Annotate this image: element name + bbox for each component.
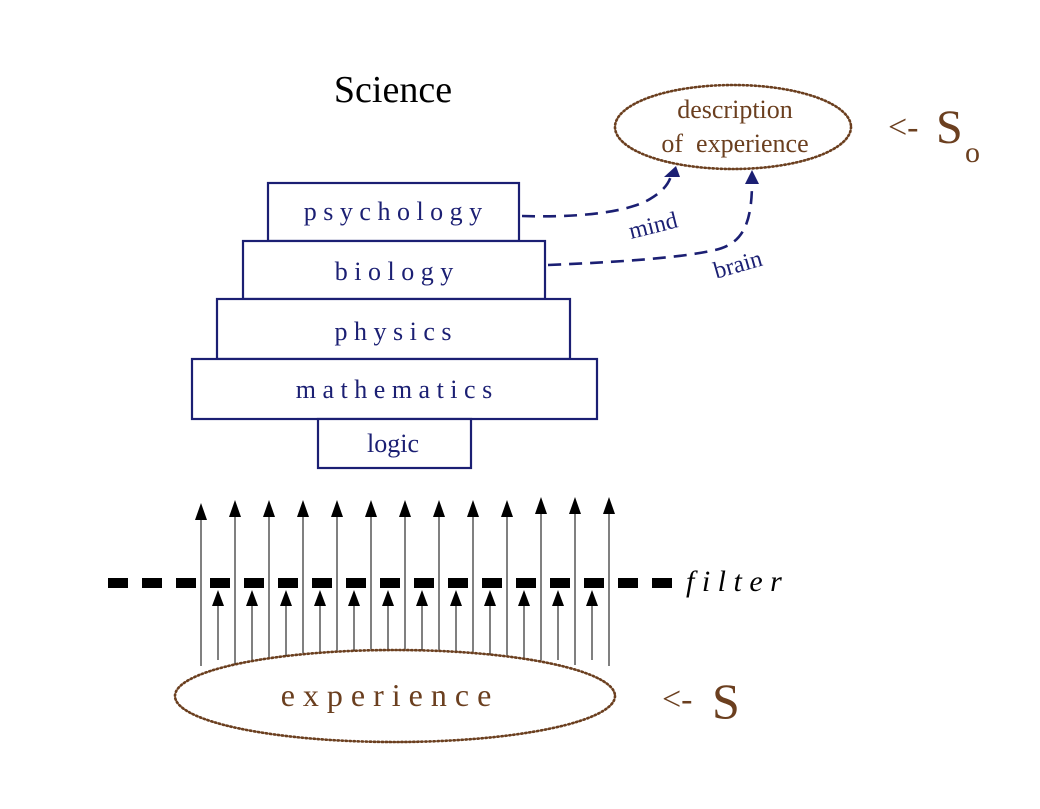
layer-biology-box: [241, 239, 547, 301]
filter-dash: [244, 578, 264, 588]
filter-label: f i l t e r: [686, 565, 782, 598]
pass-arrow-head: [433, 500, 445, 517]
blocked-arrow-head: [586, 590, 598, 606]
pass-arrow-head: [399, 500, 411, 517]
layer-physics-box: [215, 297, 572, 361]
layer-biology-label: b i o l o g y: [335, 257, 453, 286]
pass-arrow-head: [331, 500, 343, 517]
so-letter: S: [936, 101, 963, 154]
blocked-arrow-head: [314, 590, 326, 606]
blocked-arrow-head: [416, 590, 428, 606]
pass-arrow-head: [569, 497, 581, 514]
pass-arrow-head: [297, 500, 309, 517]
brain-arrowhead: [745, 170, 759, 184]
blocked-arrow-head: [212, 590, 224, 606]
layer-logic-label: logic: [367, 429, 419, 458]
brain-link-curve: [547, 181, 754, 267]
filter-dash: [278, 578, 298, 588]
science-pyramid-labels: p s y c h o l o g y b i o l o g y p h y …: [296, 197, 492, 458]
blocked-arrow-head: [552, 590, 564, 606]
mind-link-curve: [521, 171, 674, 218]
blocked-arrow-head: [484, 590, 496, 606]
brain-label: brain: [711, 246, 766, 285]
blocked-arrow-head: [382, 590, 394, 606]
blocked-arrow-head: [518, 590, 530, 606]
filter-dash: [482, 578, 502, 588]
layer-logic-box: [316, 417, 473, 470]
mind-label: mind: [626, 208, 680, 245]
filter-line: [108, 578, 672, 588]
filter-dash: [448, 578, 468, 588]
filter-dash: [176, 578, 196, 588]
filter-dash: [652, 578, 672, 588]
blocked-arrows: [212, 590, 598, 660]
pass-arrow-head: [365, 500, 377, 517]
so-subscript: o: [965, 136, 980, 169]
filter-dash: [618, 578, 638, 588]
description-line1: description: [677, 95, 793, 124]
pass-arrow-head: [263, 500, 275, 517]
filter-dash: [584, 578, 604, 588]
filter-dash: [516, 578, 536, 588]
blocked-arrow-head: [246, 590, 258, 606]
experience-ellipse: [173, 648, 617, 744]
filter-dash: [346, 578, 366, 588]
pass-arrow-head: [195, 503, 207, 520]
so-arrow-text: <-: [888, 109, 919, 146]
s-arrow-text: <-: [662, 681, 693, 718]
science-pyramid: [190, 181, 599, 470]
pass-through-arrows: [195, 497, 615, 666]
s-letter: S: [712, 673, 740, 729]
mind-brain-links: [521, 171, 754, 267]
filter-dash: [414, 578, 434, 588]
experience-label: e x p e r i e n c e: [281, 677, 492, 713]
filter-dash: [210, 578, 230, 588]
filter-dash: [312, 578, 332, 588]
filter-dash: [108, 578, 128, 588]
description-ellipse: [613, 83, 853, 171]
layer-physics-label: p h y s i c s: [335, 317, 452, 346]
filter-dash: [550, 578, 570, 588]
diagram-title: Science: [334, 69, 452, 111]
blocked-arrow-head: [348, 590, 360, 606]
description-line2: of experience: [661, 129, 808, 158]
blocked-arrow-head: [450, 590, 462, 606]
pass-arrow-head: [535, 497, 547, 514]
layer-mathematics-label: m a t h e m a t i c s: [296, 375, 492, 404]
filter-dash: [380, 578, 400, 588]
layer-psychology-box: [266, 181, 521, 243]
pass-arrow-head: [467, 500, 479, 517]
layer-psychology-label: p s y c h o l o g y: [304, 197, 482, 226]
filter-dash: [142, 578, 162, 588]
blocked-arrow-head: [280, 590, 292, 606]
layer-mathematics-box: [190, 357, 599, 421]
pass-arrow-head: [501, 500, 513, 517]
pass-arrow-head: [603, 497, 615, 514]
pass-arrow-head: [229, 500, 241, 517]
mind-arrowhead: [664, 166, 680, 177]
